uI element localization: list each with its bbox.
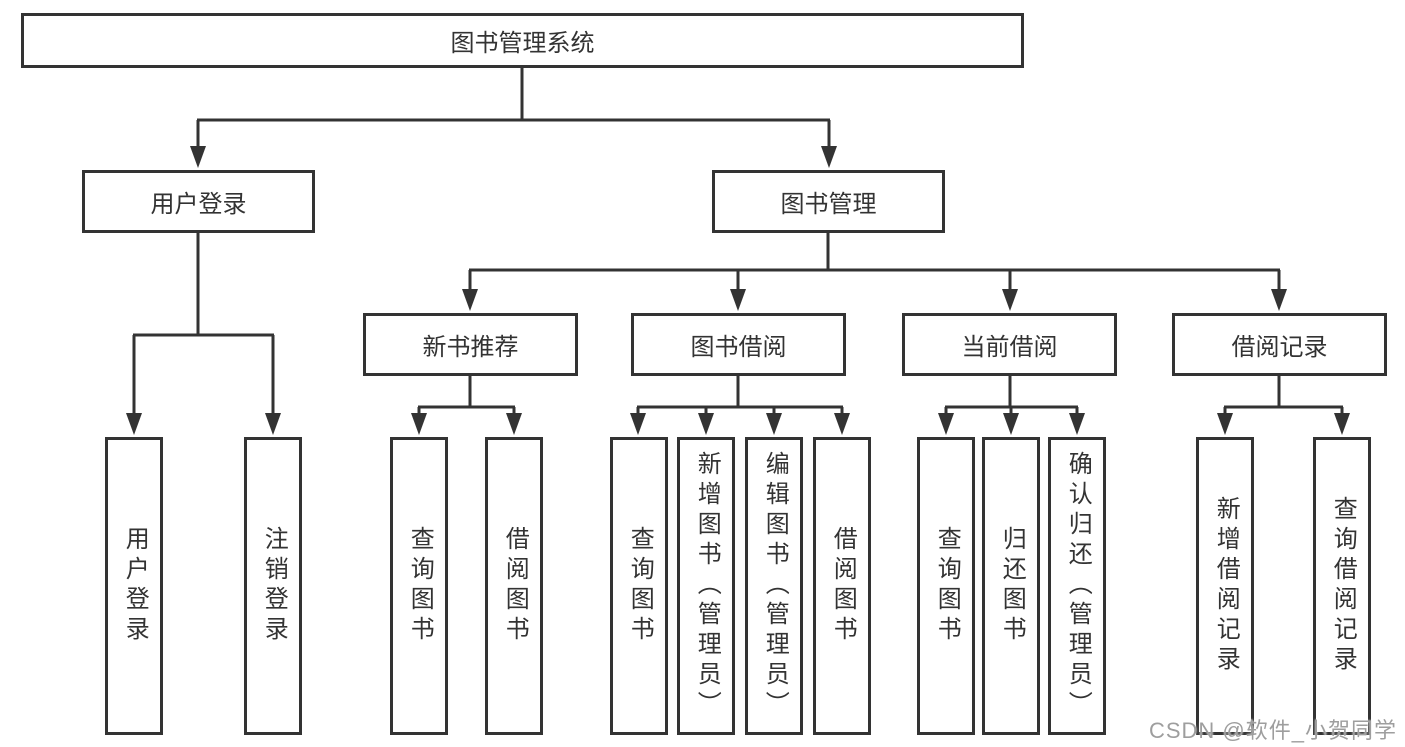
node-current-borrowing: 当前借阅 (902, 313, 1117, 376)
node-user-login-label: 用户登录 (150, 191, 247, 218)
leaf-confirm-return-admin-label: 确认归还（管理员） (1064, 451, 1092, 721)
leaf-borrow-books: 借阅图书 (813, 437, 871, 735)
leaf-confirm-return-admin: 确认归还（管理员） (1048, 437, 1106, 735)
leaf-add-books-admin-label: 新增图书（管理员） (693, 451, 721, 721)
leaf-user-login: 用户登录 (105, 437, 163, 735)
leaf-query-books-borrow-label: 查询图书 (626, 526, 654, 646)
node-borrowing-records: 借阅记录 (1172, 313, 1387, 376)
node-borrowing-records-label: 借阅记录 (1231, 334, 1328, 361)
leaf-add-borrow-record-label: 新增借阅记录 (1212, 496, 1240, 676)
leaf-query-borrow-record: 查询借阅记录 (1313, 437, 1371, 735)
leaf-borrow-books-recommend-label: 借阅图书 (501, 526, 529, 646)
leaf-query-books-borrow: 查询图书 (610, 437, 668, 735)
node-book-management-label: 图书管理 (780, 191, 877, 218)
leaf-user-login-label: 用户登录 (121, 526, 149, 646)
node-new-book-recommendation-label: 新书推荐 (422, 334, 519, 361)
node-book-borrowing-label: 图书借阅 (690, 334, 787, 361)
leaf-borrow-books-recommend: 借阅图书 (485, 437, 543, 735)
node-user-login: 用户登录 (82, 170, 315, 233)
leaf-query-books-current-label: 查询图书 (933, 526, 961, 646)
leaf-query-books-recommend: 查询图书 (390, 437, 448, 735)
leaf-query-books-recommend-label: 查询图书 (406, 526, 434, 646)
leaf-logout-label: 注销登录 (260, 526, 288, 646)
node-library-system-label: 图书管理系统 (450, 30, 595, 57)
leaf-query-borrow-record-label: 查询借阅记录 (1329, 496, 1357, 676)
leaf-return-books-label: 归还图书 (998, 526, 1026, 646)
csdn-watermark: CSDN @软件_小贺同学 (1148, 718, 1397, 743)
node-book-borrowing: 图书借阅 (631, 313, 846, 376)
node-current-borrowing-label: 当前借阅 (961, 334, 1058, 361)
leaf-return-books: 归还图书 (982, 437, 1040, 735)
leaf-borrow-books-label: 借阅图书 (829, 526, 857, 646)
node-new-book-recommendation: 新书推荐 (363, 313, 578, 376)
leaf-add-borrow-record: 新增借阅记录 (1196, 437, 1254, 735)
leaf-edit-books-admin-label: 编辑图书（管理员） (761, 451, 789, 721)
node-library-system: 图书管理系统 (21, 13, 1024, 68)
node-book-management: 图书管理 (712, 170, 945, 233)
leaf-logout: 注销登录 (244, 437, 302, 735)
leaf-query-books-current: 查询图书 (917, 437, 975, 735)
arrowheads (126, 146, 1350, 435)
leaf-add-books-admin: 新增图书（管理员） (677, 437, 735, 735)
leaf-edit-books-admin: 编辑图书（管理员） (745, 437, 803, 735)
